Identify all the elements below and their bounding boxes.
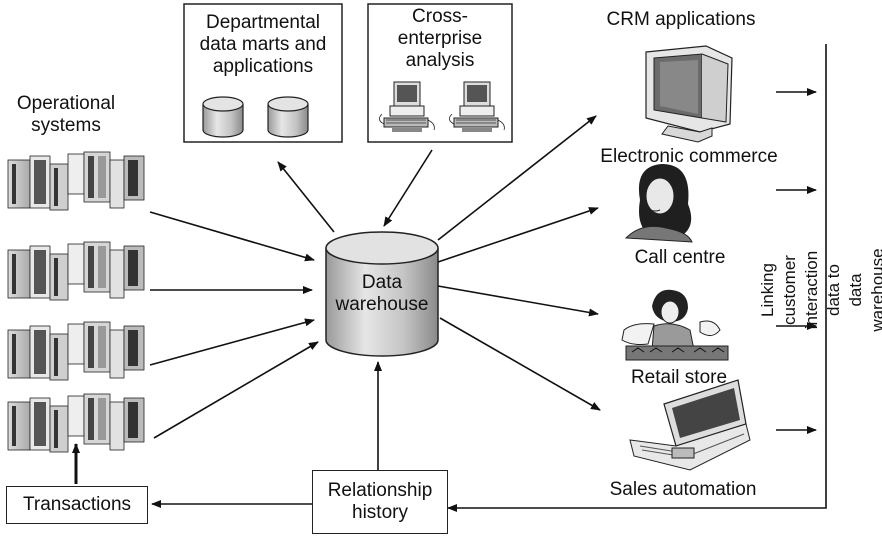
channel-retail-store: Retail store [630, 367, 728, 388]
cross-enterprise-label: Cross- enterprise analysis [397, 6, 483, 71]
channel-sales-automation: Sales automation [609, 479, 757, 500]
server-rack-icon [7, 151, 145, 211]
server-rack-icon [7, 393, 145, 453]
relationship-history-box [312, 470, 448, 534]
transactions-box [6, 486, 148, 524]
datamart-cylinder-icon [202, 96, 244, 138]
call-centre-agent-icon [624, 164, 693, 243]
operational-systems-label: Operational systems [16, 93, 116, 136]
server-rack-icon [7, 321, 145, 381]
channel-electronic-commerce: Electronic commerce [600, 146, 778, 167]
datamart-cylinder-icon [267, 96, 309, 138]
sales-terminal-icon [629, 379, 751, 471]
channel-call-centre: Call centre [634, 247, 726, 268]
linking-customer-interaction-label: Linking customer interaction data to dat… [758, 248, 882, 332]
departmental-label: Departmental data marts and applications [199, 12, 327, 77]
data-warehouse-cylinder-icon [325, 231, 439, 357]
transactions-label: Transactions [22, 494, 132, 515]
arrows [72, 44, 827, 512]
server-rack-icon [7, 241, 145, 301]
relationship-history-label: Relationship history [327, 480, 433, 523]
data-warehouse-label: Data warehouse [335, 272, 429, 315]
retail-store-icon [621, 289, 729, 361]
computer-monitor-icon [645, 45, 733, 143]
crm-applications-title: CRM applications [606, 9, 756, 30]
